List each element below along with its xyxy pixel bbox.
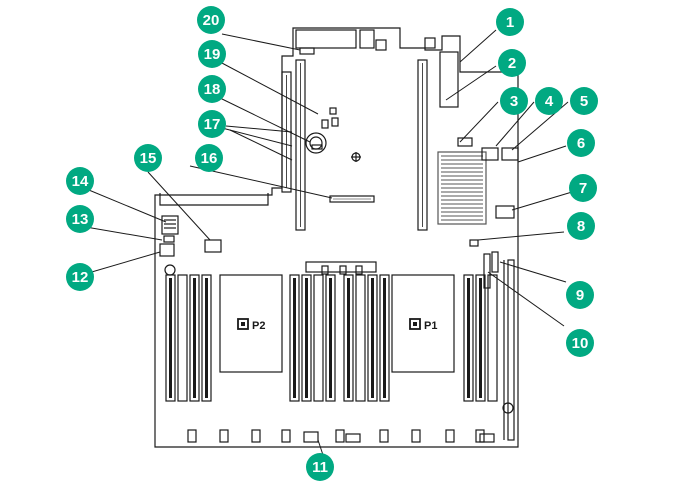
callout-number: 7 [579,180,587,197]
internal-connector-16 [329,195,375,203]
dimm-slot [355,274,366,402]
dimm-slot [379,274,390,402]
callout-number: 1 [506,14,514,31]
callout-number: 12 [72,269,89,286]
dimm-slot [325,274,336,402]
fan-connectors [187,429,495,443]
callout-number: 2 [508,55,516,72]
callout-number: 20 [203,12,220,29]
callout-badge-8: 8 [567,212,595,240]
processor-socket-p2 [219,274,283,373]
callout-leader-lines [77,29,573,456]
callout-number: 15 [140,150,157,167]
fan-connector [335,429,345,443]
dimm-slot [475,274,486,402]
callout-badge-15: 15 [134,144,162,172]
fan-connector [445,429,455,443]
callout-number: 5 [580,93,588,110]
callout-badge-9: 9 [566,281,594,309]
callout-number: 19 [204,46,221,63]
callout-badge-17: 17 [198,110,226,138]
callout-badge-18: 18 [198,75,226,103]
fan-connector [411,429,421,443]
dimm-slot [343,274,354,402]
dimm-slot [463,274,474,402]
dimm-slots [165,274,498,402]
callout-number: 14 [72,173,89,190]
fan-connector [187,429,197,443]
callout-number: 8 [577,218,585,235]
callout-badge-4: 4 [535,87,563,115]
processor-socket-p1 [391,274,455,373]
drive-connector-10 [483,253,491,289]
sata-connector-b [501,147,519,161]
heatsink-component [437,151,487,225]
storage-connector [495,205,515,219]
callout-number: 18 [204,81,221,98]
dimm-slot [177,274,188,402]
dimm-slot [487,274,498,402]
callout-badge-10: 10 [566,329,594,357]
drive-connector-9 [491,251,499,273]
callout-number: 10 [572,335,589,352]
callout-badge-2: 2 [498,49,526,77]
pcie-riser-slot-tertiary [295,59,306,231]
callout-badge-7: 7 [569,174,597,202]
callout-number: 3 [510,93,518,110]
sata-connector-a [481,147,499,161]
callout-badge-11: 11 [306,453,334,481]
dimm-slot [189,274,200,402]
callout-badge-3: 3 [500,87,528,115]
callout-badge-6: 6 [567,129,595,157]
processor-label-p2: P2 [252,320,265,332]
connector-12 [159,243,175,257]
callout-number: 13 [72,211,89,228]
dimm-slot [289,274,300,402]
callout-badge-1: 1 [496,8,524,36]
component-13 [163,235,175,243]
callout-number: 4 [545,93,554,110]
cpu-bracket [305,261,377,275]
cpu-chip-icon [237,318,249,330]
callout-badge-14: 14 [66,167,94,195]
rear-io-connectors [295,29,459,108]
processor-label-p1: P1 [424,320,437,332]
connector-15 [204,239,222,253]
callout-badge-19: 19 [198,40,226,68]
callout-number: 9 [576,287,584,304]
fan-connector [379,429,389,443]
callout-number: 17 [204,116,221,133]
dimm-slot [313,274,324,402]
fan-connector [281,429,291,443]
dimm-slot [201,274,212,402]
system-battery [305,132,327,154]
callout-badge-20: 20 [197,6,225,34]
fan-connector [219,429,229,443]
fan-connector [251,429,261,443]
connector-14 [161,215,179,235]
dimm-slot [367,274,378,402]
callout-number: 11 [312,459,328,476]
dimm-slot [165,274,176,402]
callout-badge-16: 16 [195,144,223,172]
pcie-riser-slot-primary [417,59,428,231]
callout-number: 6 [577,135,585,152]
dimm-slot [301,274,312,402]
callout-badge-5: 5 [570,87,598,115]
callout-number: 16 [201,150,218,167]
callout-badge-12: 12 [66,263,94,291]
left-bracket [159,193,269,206]
callout-badge-13: 13 [66,205,94,233]
connector-11 [303,431,319,443]
cpu-chip-icon [409,318,421,330]
